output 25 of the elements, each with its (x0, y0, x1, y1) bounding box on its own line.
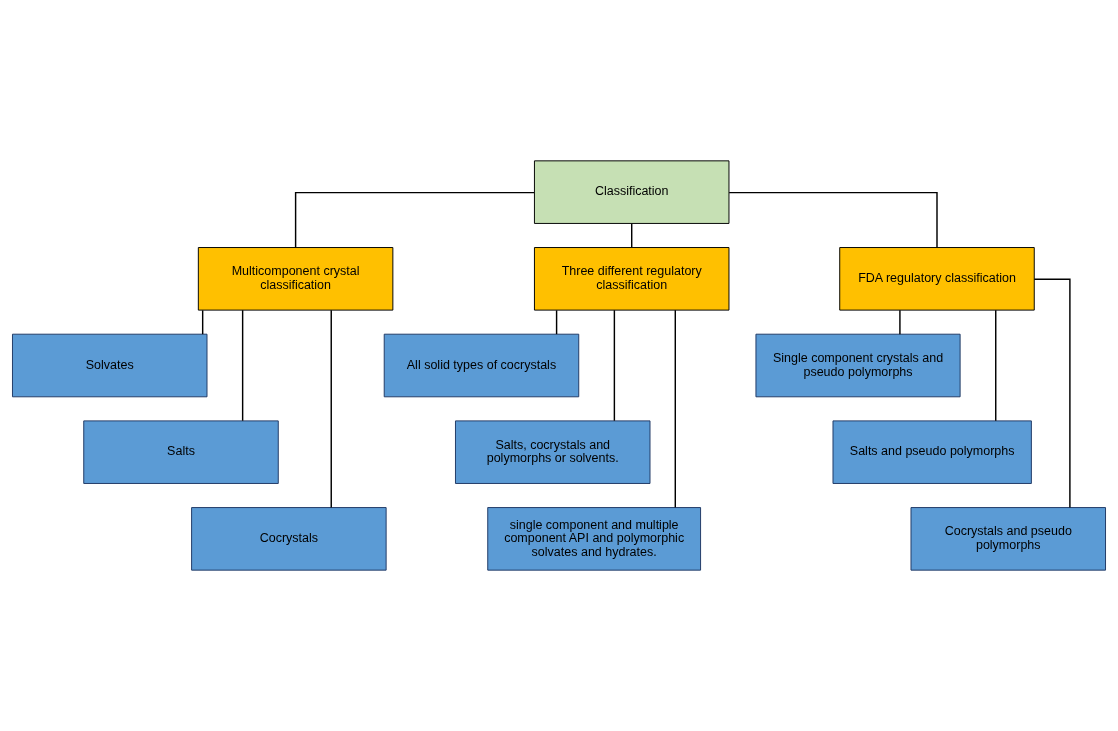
connector (613, 309, 616, 422)
connector (995, 309, 997, 422)
node-box: Three different regulatory classification (533, 247, 730, 311)
node-box: Salts, cocrystals and polymorphs or solvents. (455, 420, 651, 484)
node-box: Salts (83, 420, 279, 484)
node-box: single component and multiple component API and polymorphic solvates and hydrates. (487, 507, 702, 571)
node-box: Cocrystals and pseudo polymorphs (910, 507, 1106, 571)
node-box: Solvates (12, 333, 208, 398)
node-box: Cocrystals (191, 507, 387, 571)
node-box: Multicomponent crystal classification (197, 247, 394, 311)
connector (1033, 278, 1071, 509)
node-box: All solid types of cocrystals (383, 333, 580, 398)
node-box: Single component crystals and pseudo polymorphs (755, 333, 961, 398)
connector (294, 191, 535, 249)
node-box: Salts and pseudo polymorphs (832, 420, 1032, 484)
connector (728, 191, 938, 249)
connector (330, 309, 332, 509)
node-box: FDA regulatory classification (839, 247, 1035, 311)
connector (674, 309, 676, 509)
connector (241, 309, 244, 422)
connector (555, 309, 558, 335)
connector (201, 309, 204, 335)
connector (899, 309, 901, 335)
connector (631, 222, 633, 249)
node-box: Classification (533, 160, 730, 224)
